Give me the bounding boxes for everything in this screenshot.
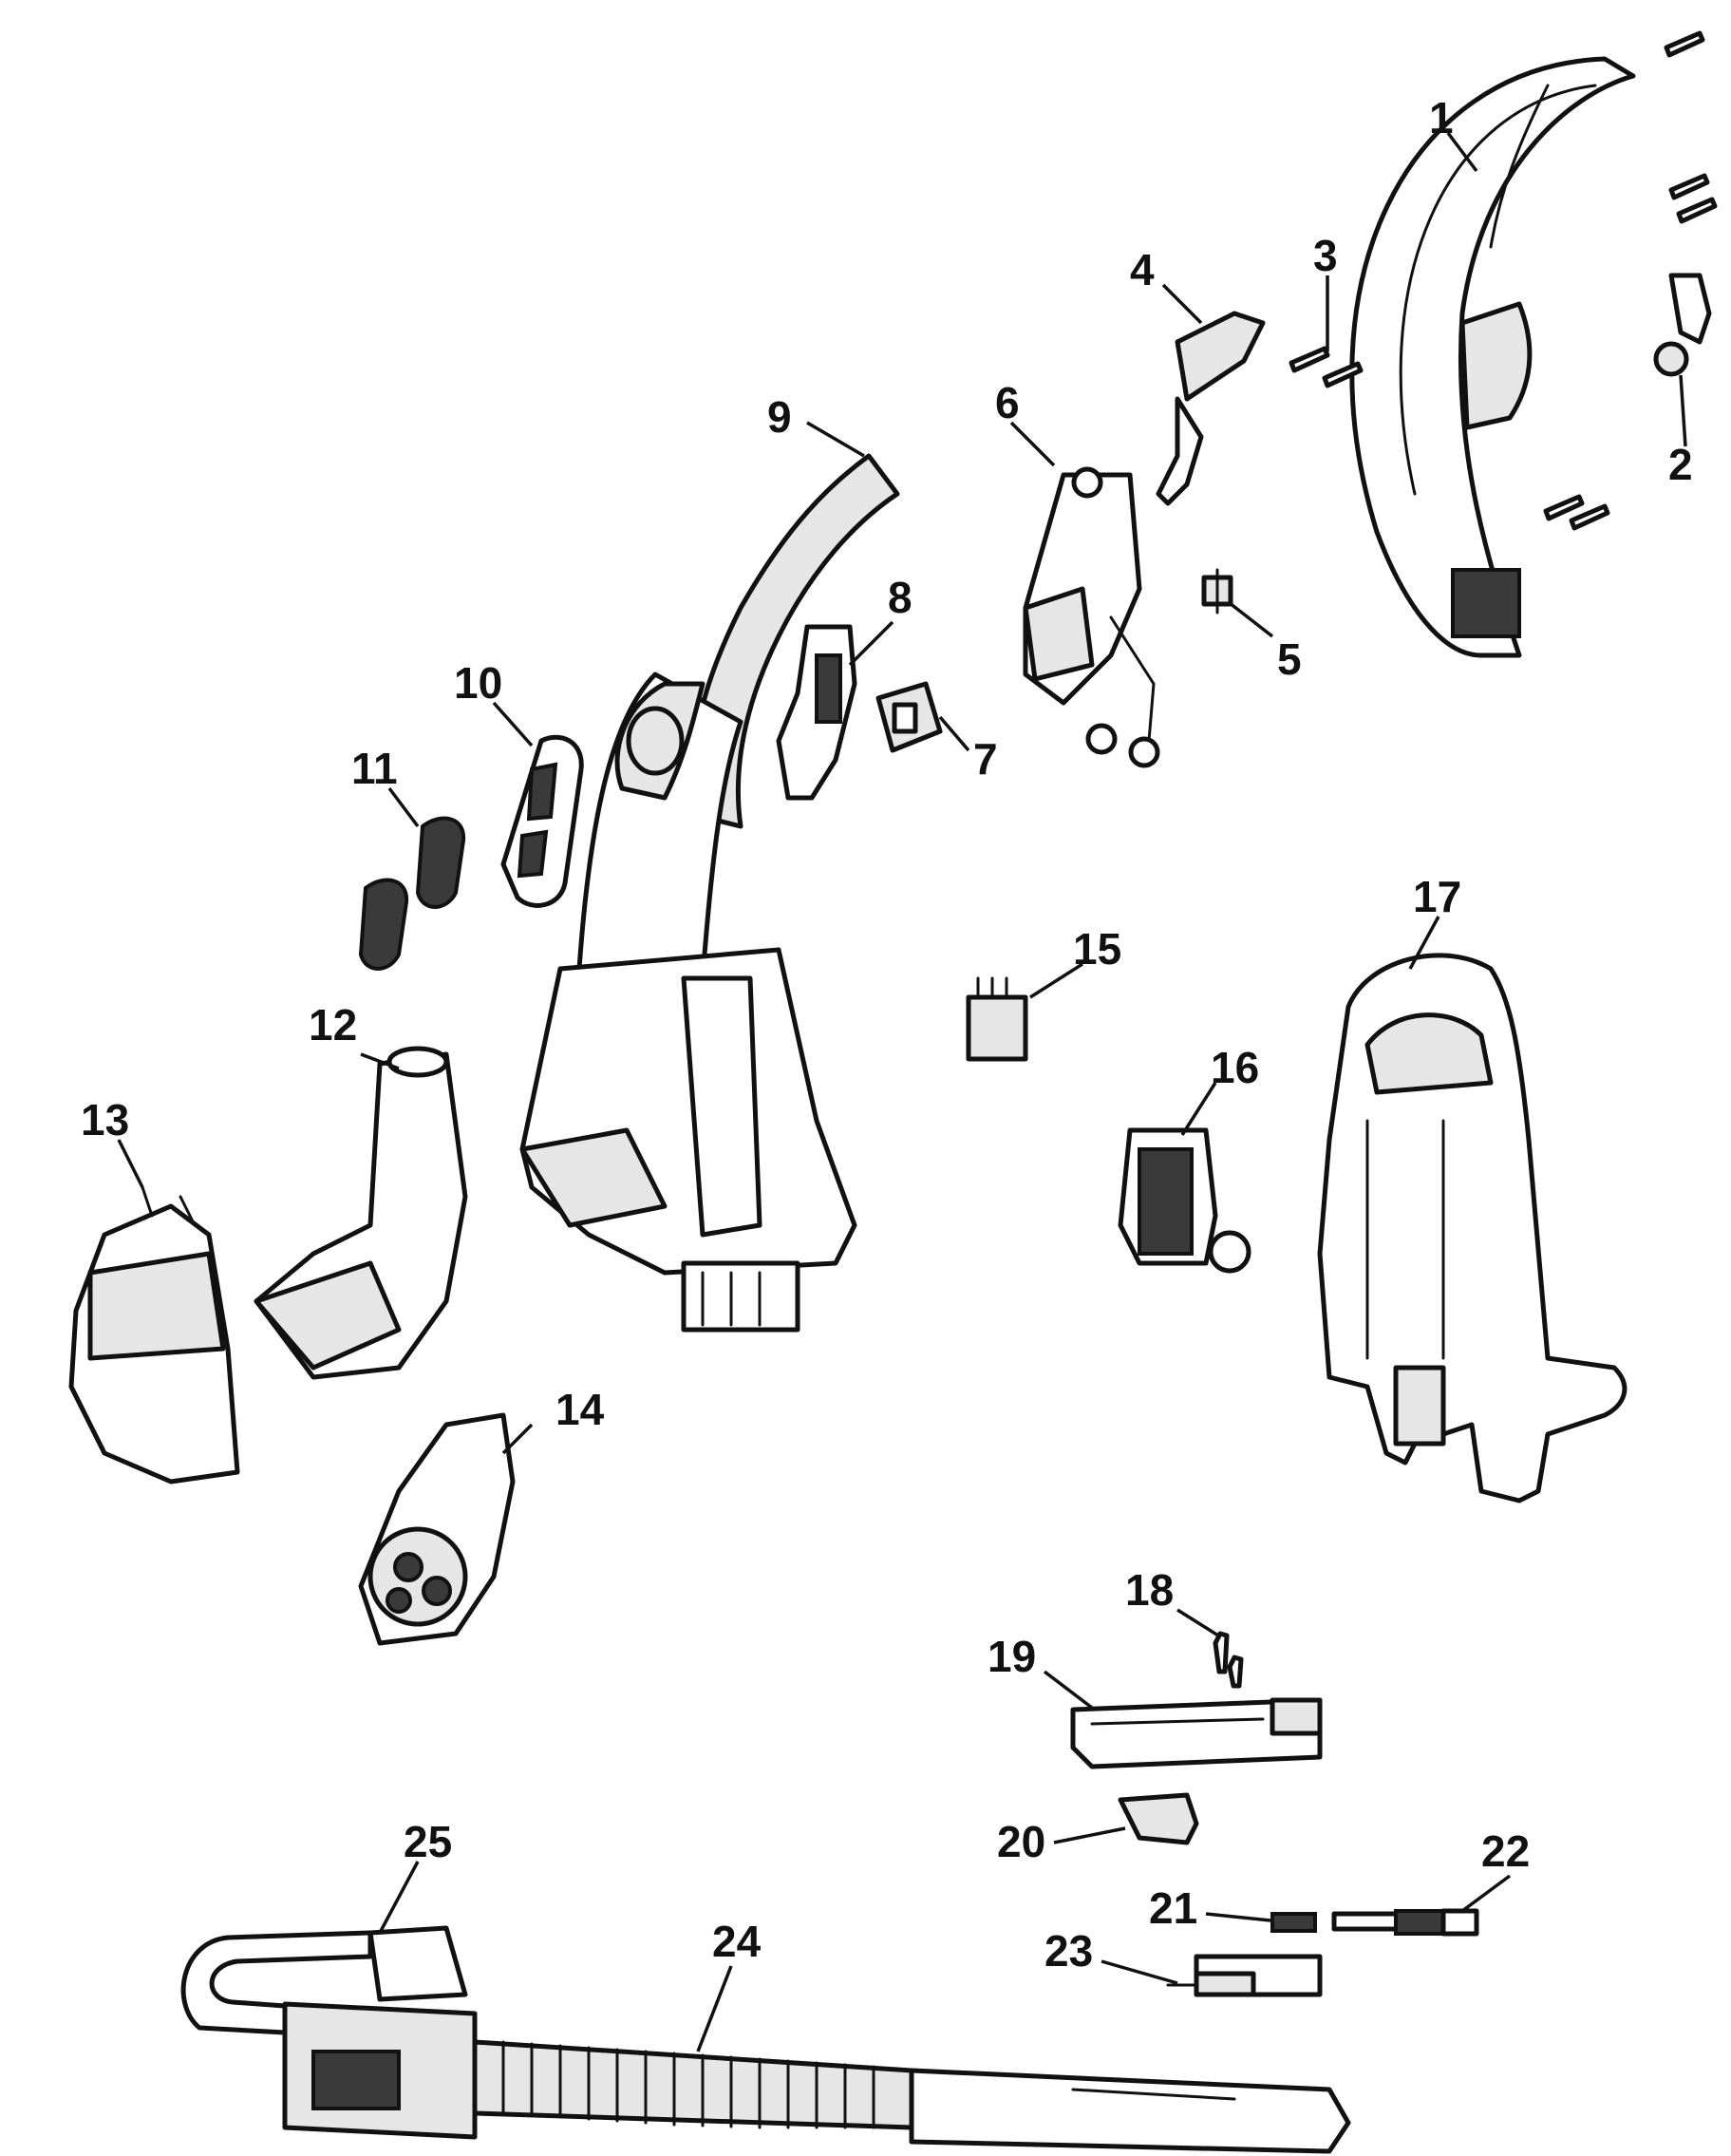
- part-1-handle: [1349, 56, 1636, 658]
- part-18-screws: [1213, 1631, 1244, 1689]
- part-22-rod: [1331, 1908, 1479, 1937]
- callout-18: 18: [1125, 1565, 1174, 1615]
- part-14-pump: [358, 1412, 516, 1646]
- callout-13: 13: [81, 1095, 129, 1144]
- callout-16: 16: [1211, 1043, 1259, 1092]
- callout-20: 20: [997, 1817, 1045, 1866]
- callout-7: 7: [973, 734, 998, 784]
- callout-22: 22: [1481, 1826, 1530, 1876]
- part-8-bracket: [776, 624, 857, 801]
- part-24-hose-nozzle: [472, 2039, 1351, 2154]
- part-11-buttons: [358, 816, 466, 971]
- part-7-switch-box: [875, 681, 943, 753]
- callout-14: 14: [555, 1385, 605, 1434]
- part-4-trigger: [1156, 311, 1266, 506]
- callout-19: 19: [988, 1632, 1036, 1681]
- leader-lines: [117, 131, 1687, 2052]
- callout-17: 17: [1413, 872, 1461, 921]
- callout-8: 8: [888, 573, 913, 622]
- callout-numbers: 1 2 3 4 5 6 7 8 9 10 11 12 13 14 15 16 1…: [81, 93, 1693, 1976]
- part-23-solenoid: [1166, 1954, 1323, 1997]
- callout-23: 23: [1044, 1926, 1093, 1976]
- part-19-base-plate: [1070, 1697, 1323, 1769]
- part-20-clip: [1118, 1792, 1199, 1845]
- callout-5: 5: [1277, 634, 1302, 684]
- part-2-latch: [1653, 273, 1712, 377]
- callout-15: 15: [1073, 924, 1121, 974]
- callout-6: 6: [995, 378, 1020, 427]
- part-6-valve-assembly: [1023, 466, 1160, 768]
- callout-9: 9: [767, 392, 792, 442]
- callout-25: 25: [404, 1817, 452, 1866]
- part-3-screws: [1289, 346, 1364, 388]
- part-21-spring: [1270, 1912, 1317, 1933]
- callout-2: 2: [1668, 440, 1693, 489]
- part-12-nozzle-housing: [254, 1046, 468, 1380]
- callout-24: 24: [712, 1917, 762, 1966]
- part-25-handle-grip: [180, 1925, 478, 2140]
- callout-1: 1: [1429, 93, 1454, 142]
- part-15-connector: [966, 976, 1028, 1062]
- part-13-tank-cover: [68, 1185, 240, 1485]
- callout-11: 11: [351, 744, 398, 793]
- part-16-motor-bracket: [1118, 1127, 1251, 1274]
- callout-21: 21: [1149, 1883, 1197, 1933]
- part-5-clip: [1201, 568, 1233, 615]
- part-10-grip-insert: [500, 734, 584, 908]
- part-17-rear-housing: [1317, 953, 1628, 1504]
- callout-12: 12: [309, 1000, 357, 1050]
- callout-4: 4: [1130, 245, 1155, 294]
- callout-3: 3: [1313, 231, 1338, 280]
- part-9-main-body: [519, 453, 900, 1333]
- callout-10: 10: [454, 658, 502, 708]
- part-1-screws: [1543, 30, 1718, 531]
